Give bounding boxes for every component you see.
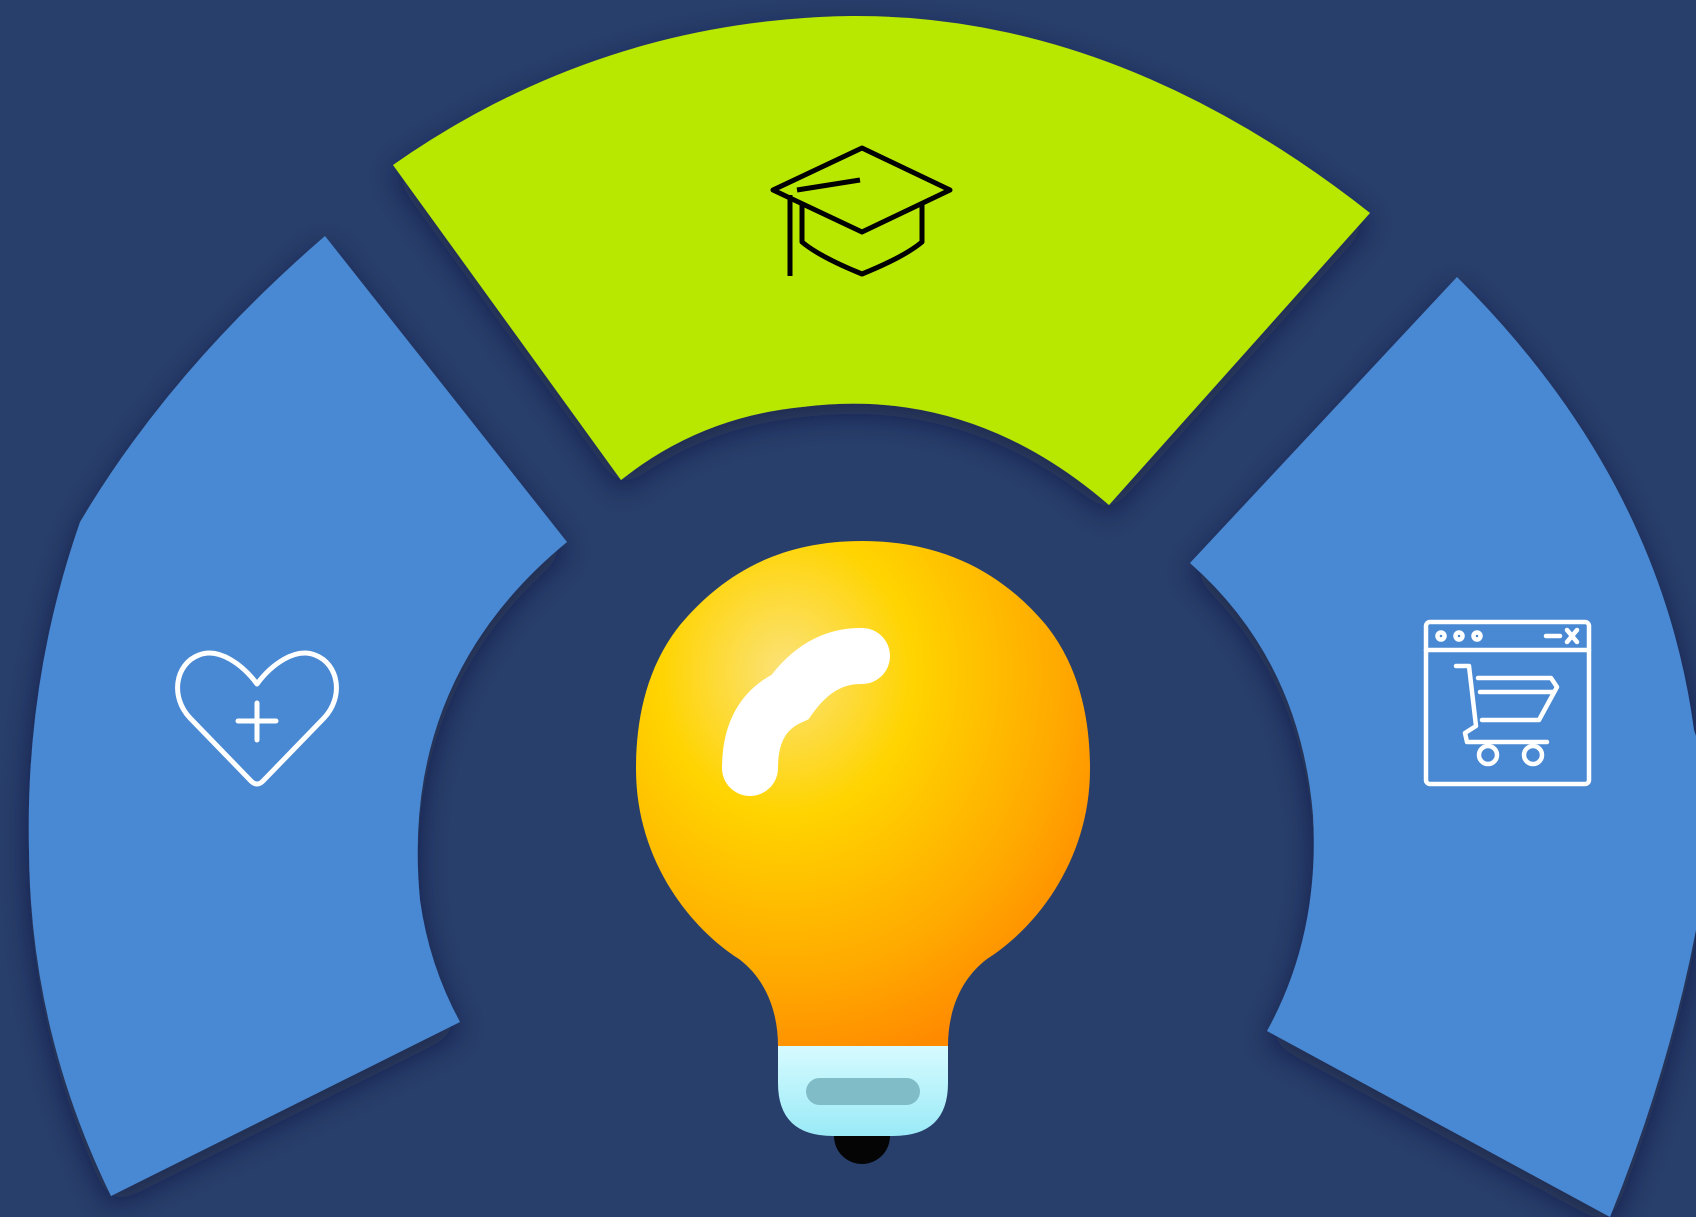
segment-left[interactable] — [28, 236, 567, 1196]
bulb-glass — [636, 541, 1090, 1046]
bulb-base-stripe — [806, 1078, 920, 1105]
light-bulb-icon — [636, 541, 1090, 1164]
segment-right-shape — [1190, 277, 1696, 1217]
segment-top[interactable] — [393, 15, 1370, 505]
graduation-cap-icon — [770, 145, 953, 277]
heart-plus-icon — [175, 650, 339, 787]
segment-top-shape — [393, 15, 1370, 505]
segment-left-shape — [28, 236, 567, 1196]
online-shopping-cart-icon — [1423, 619, 1592, 787]
bulb-highlight — [722, 628, 890, 796]
segment-right[interactable] — [1190, 277, 1696, 1217]
